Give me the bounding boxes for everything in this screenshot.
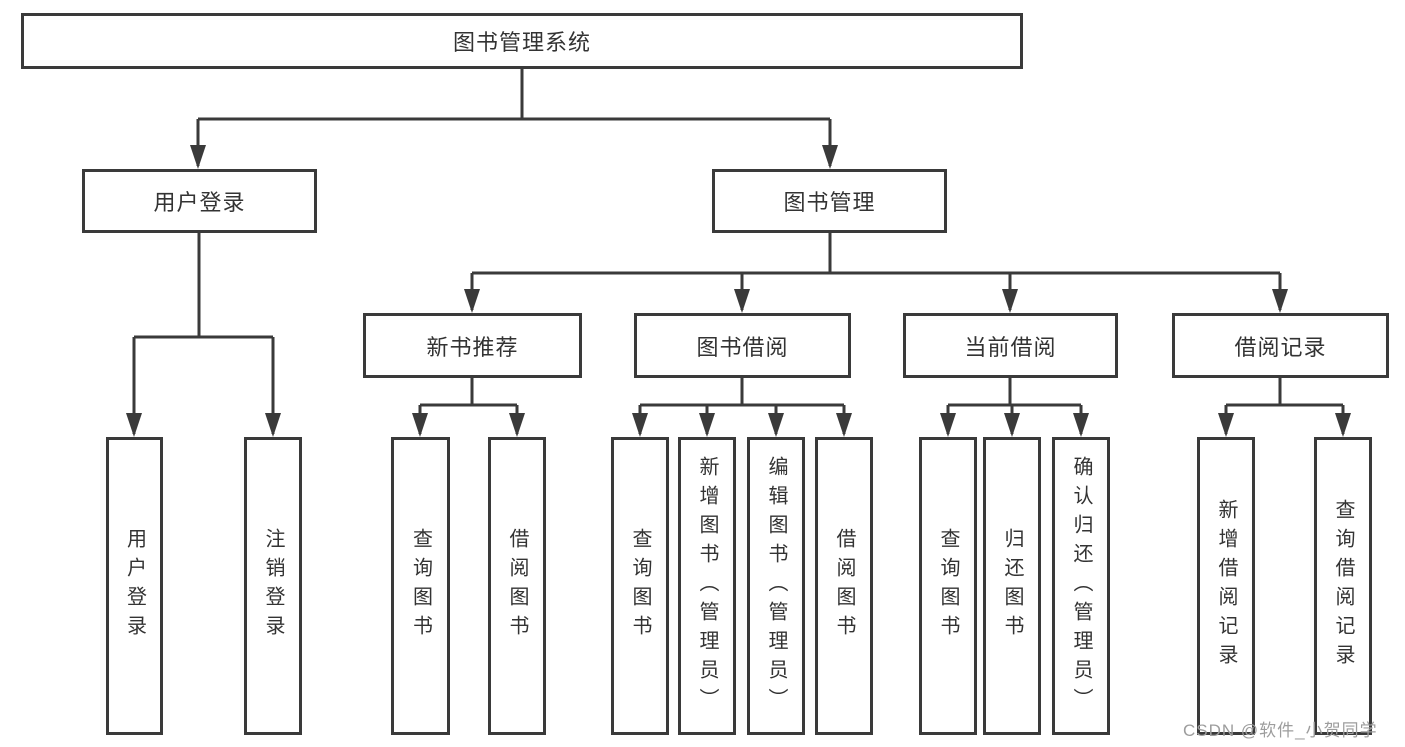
node-label: 借阅图书 xyxy=(833,528,855,644)
node-book-borrowing: 图书借阅 xyxy=(634,313,851,378)
node-label: 新书推荐 xyxy=(426,334,519,360)
node-book-management: 图书管理 xyxy=(712,169,947,233)
arrowheads-group xyxy=(126,145,1351,437)
node-label: 查询图书 xyxy=(629,528,651,644)
node-label: 图书管理系统 xyxy=(452,30,591,55)
node-label: 确认归还（管理员） xyxy=(1070,455,1092,717)
node-borrow-records: 借阅记录 xyxy=(1172,313,1389,378)
leaf-cb-query-books: 查询图书 xyxy=(919,437,977,735)
node-label: 新增图书（管理员） xyxy=(696,455,718,717)
leaf-nb-query-books: 查询图书 xyxy=(391,437,450,735)
leaf-bb-borrow-books: 借阅图书 xyxy=(815,437,873,735)
node-label: 查询图书 xyxy=(937,528,959,644)
leaf-logout: 注销登录 xyxy=(244,437,302,735)
node-current-borrowing: 当前借阅 xyxy=(903,313,1118,378)
node-label: 当前借阅 xyxy=(964,334,1057,360)
csdn-watermark: CSDN @软件_小贺同学 xyxy=(1183,721,1378,740)
node-new-book-recommend: 新书推荐 xyxy=(363,313,582,378)
node-label: 查询图书 xyxy=(409,528,432,644)
leaf-cb-confirm-return-admin: 确认归还（管理员） xyxy=(1052,437,1110,735)
node-library-system: 图书管理系统 xyxy=(21,13,1023,69)
leaf-bb-edit-books-admin: 编辑图书（管理员） xyxy=(747,437,805,735)
leaf-br-add-record: 新增借阅记录 xyxy=(1197,437,1255,735)
leaf-br-query-record: 查询借阅记录 xyxy=(1314,437,1372,735)
leaf-cb-return-books: 归还图书 xyxy=(983,437,1041,735)
node-user-login: 用户登录 xyxy=(82,169,317,233)
node-label: 图书管理 xyxy=(783,190,876,215)
node-label: 用户登录 xyxy=(123,528,146,644)
connector-lines-group xyxy=(132,69,1345,434)
node-label: 图书借阅 xyxy=(696,334,789,360)
leaf-user-login: 用户登录 xyxy=(106,437,163,735)
node-label: 用户登录 xyxy=(153,190,246,215)
leaf-nb-borrow-books: 借阅图书 xyxy=(488,437,546,735)
leaf-bb-query-books: 查询图书 xyxy=(611,437,669,735)
node-label: 编辑图书（管理员） xyxy=(765,455,787,717)
node-label: 归还图书 xyxy=(1001,528,1023,644)
leaf-bb-add-books-admin: 新增图书（管理员） xyxy=(678,437,736,735)
node-label: 借阅图书 xyxy=(506,528,528,644)
node-label: 注销登录 xyxy=(262,528,284,644)
node-label: 新增借阅记录 xyxy=(1215,499,1237,673)
node-label: 查询借阅记录 xyxy=(1332,499,1354,673)
node-label: 借阅记录 xyxy=(1234,334,1327,360)
